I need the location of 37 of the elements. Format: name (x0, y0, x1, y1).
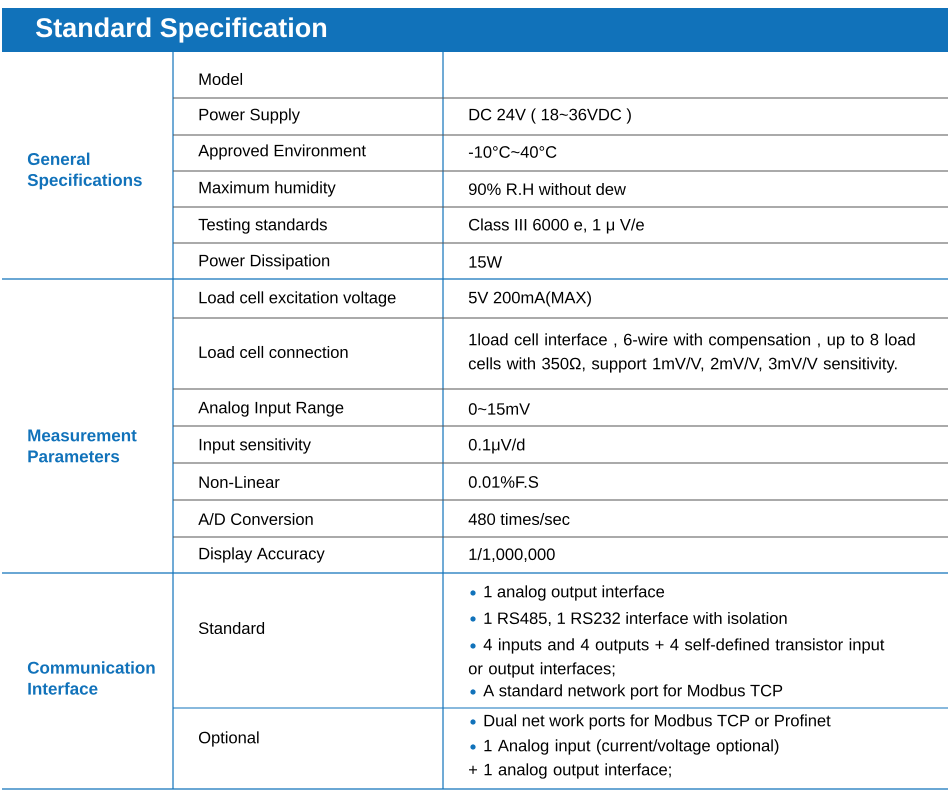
spec-name: Load cell excitation voltage (200, 291, 396, 307)
spec-value: 90% R.H without dew (468, 182, 626, 196)
spec-name: Standard (198, 622, 264, 634)
bullet-item: Dual net work ports for Modbus TCP or Profinet (470, 714, 831, 730)
spec-name: Analog Input Range (198, 401, 344, 417)
spec-name: Model (200, 72, 242, 86)
bullet-item: 1 Analog input (current/voltage optional) + 1 analog output interface; (469, 739, 778, 779)
group-heading: General Specifications (28, 152, 142, 190)
bullet-item: 4 inputs and 4 outputs + 4 self-defined transistor input or output interfaces; (468, 638, 884, 678)
bullet-item: 1 analog output interface (470, 585, 664, 601)
spec-name: Power Dissipation (200, 254, 330, 270)
spec-value: Class III 6000 e, 1 μ V/e (469, 218, 644, 234)
spec-name: Display Accuracy (200, 547, 325, 563)
group-heading: Measurement Parameters (28, 430, 137, 462)
spec-value: 1load cell interface , 6-wire with compensation , up to 8 load cells with 350Ω, support 1mV/V, 2mV/V, 3mV/V sensitivity. (468, 333, 915, 373)
spec-value: 5V 200mA(MAX) (468, 291, 591, 307)
spec-name: Input sensitivity (200, 438, 311, 454)
spec-value: 0~15mV (468, 403, 530, 415)
title-banner: Standard Specification (2, 8, 948, 52)
spec-value: 480 times/sec (468, 512, 570, 526)
spec-name: A/D Conversion (198, 512, 313, 526)
spec-name: Load cell connection (200, 346, 348, 358)
spec-name: Maximum humidity (200, 181, 336, 197)
bullet-item: A standard network port for Modbus TCP (470, 684, 782, 700)
spec-name: Non-Linear (200, 476, 280, 488)
spec-name: Optional (199, 731, 259, 747)
group-heading: Communication Interface (28, 661, 155, 695)
spec-value: 15W (469, 256, 502, 268)
spec-value: 1/1,000,000 (469, 548, 555, 562)
spec-name: Approved Environment (198, 144, 366, 160)
bullet-item: 1 RS485, 1 RS232 interface with isolation (470, 612, 787, 626)
spec-value: 0.01%F.S (468, 476, 538, 488)
spec-name: Testing standards (198, 218, 327, 234)
spec-value: DC 24V ( 18~36VDC ) (470, 108, 631, 124)
spec-value: 0.1μV/d (468, 438, 524, 454)
spec-value: -10°C~40°C (468, 146, 556, 158)
spec-name: Power Supply (200, 108, 300, 124)
